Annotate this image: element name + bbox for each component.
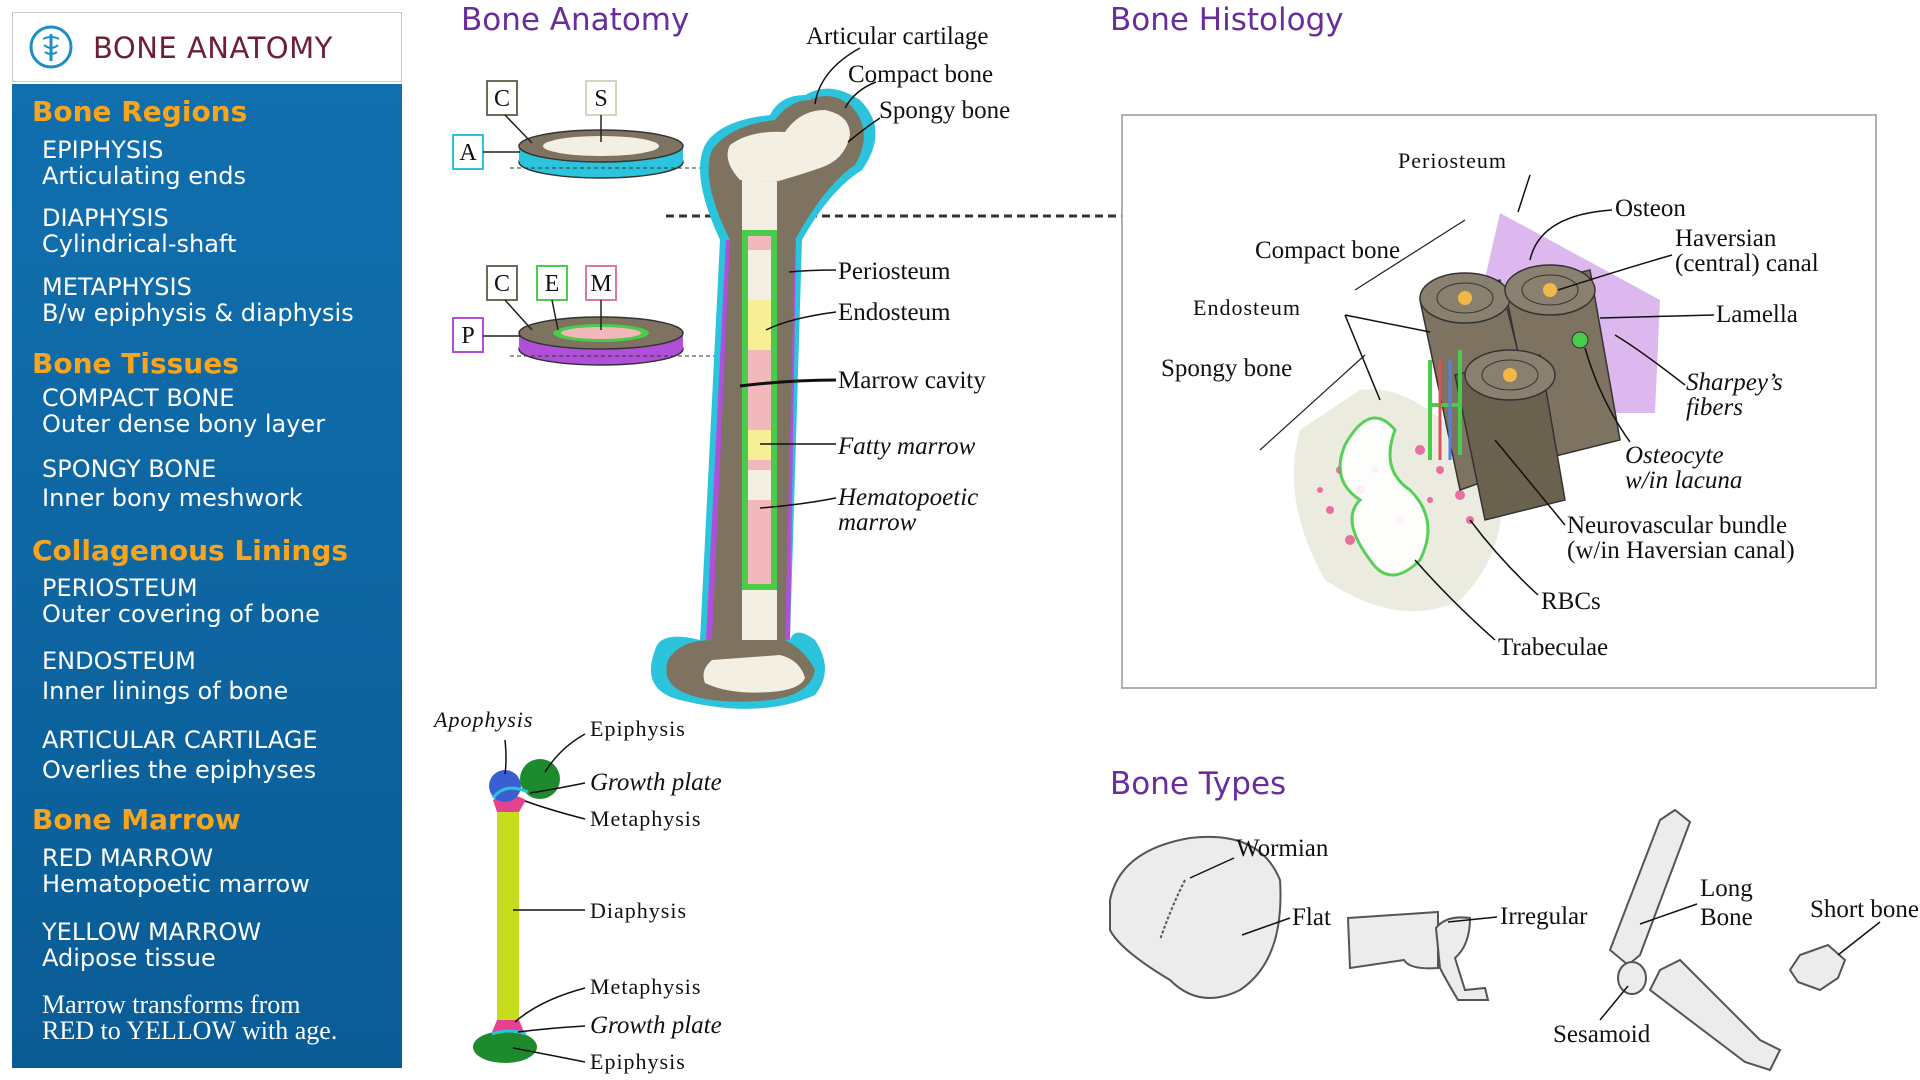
caduceus-logo-icon [29, 25, 73, 69]
item-desc-spongy-bone: Inner bony meshwork [42, 484, 303, 512]
marrow-note-line2: RED to YELLOW with age. [42, 1016, 338, 1045]
hist-label-periosteum: Periosteum [1398, 148, 1507, 173]
hist-label-haversian-1: Haversian [1675, 225, 1777, 252]
histology-illustration [1259, 213, 1660, 612]
item-desc-compact-bone: Outer dense bony layer [42, 410, 326, 438]
heading-bone-types: Bone Types [1110, 766, 1287, 802]
item-name-metaphysis: METAPHYSIS [42, 273, 192, 301]
label-spongy-bone: Spongy bone [879, 97, 1010, 124]
box-c-top: C [486, 80, 533, 144]
section-title-bone-marrow: Bone Marrow [32, 803, 241, 836]
box-c-top-label: C [494, 86, 510, 112]
box-s-top-label: S [594, 86, 607, 112]
label-endosteum: Endosteum [838, 299, 951, 326]
label-compact-bone: Compact bone [848, 61, 993, 88]
label-diaphysis: Diaphysis [590, 898, 687, 923]
hist-label-osteocyte-2: w/in lacuna [1625, 467, 1742, 494]
box-a-top: A [452, 134, 520, 170]
item-name-endosteum: ENDOSTEUM [42, 647, 196, 675]
item-desc-periosteum: Outer covering of bone [42, 600, 320, 628]
item-desc-diaphysis: Cylindrical-shaft [42, 230, 237, 258]
sidebar-panel: Bone Regions EPIPHYSIS Articulating ends… [12, 84, 402, 1068]
box-e-bottom-label: E [545, 271, 560, 297]
hist-label-spongy-bone: Spongy bone [1161, 355, 1292, 382]
hist-label-endosteum: Endosteum [1193, 295, 1301, 320]
item-desc-epiphysis: Articulating ends [42, 162, 247, 190]
label-metaphysis-top: Metaphysis [590, 806, 701, 831]
item-desc-metaphysis: B/w epiphysis & diaphysis [42, 299, 354, 327]
item-name-periosteum: PERIOSTEUM [42, 574, 198, 602]
section-title-bone-regions: Bone Regions [32, 95, 248, 128]
bone-types-labels: Wormian Flat Irregular Long Bone Short b… [1189, 835, 1919, 1048]
long-bone-diagram [510, 88, 1122, 709]
section-title-collagenous-linings: Collagenous Linings [32, 534, 349, 567]
item-desc-endosteum: Inner linings of bone [42, 677, 289, 705]
box-p-bottom-label: P [461, 323, 474, 349]
marrow-note-line1: Marrow transforms from [42, 990, 301, 1019]
type-label-sesamoid: Sesamoid [1553, 1021, 1651, 1048]
label-growth-plate-bottom: Growth plate [590, 1012, 722, 1039]
histology-labels: Periosteum Osteon Haversian (central) ca… [1161, 148, 1819, 661]
item-name-compact-bone: COMPACT BONE [42, 384, 235, 412]
anatomy-labels: Articular cartilage Compact bone Spongy … [739, 23, 1010, 536]
sidebar-header: BONE ANATOMY [12, 12, 402, 82]
item-desc-articular-cartilage: Overlies the epiphyses [42, 756, 317, 784]
box-p-bottom: P [452, 317, 520, 353]
hist-label-compact-bone: Compact bone [1255, 237, 1400, 264]
section-title-bone-tissues: Bone Tissues [32, 347, 239, 380]
item-name-yellow-marrow: YELLOW MARROW [42, 918, 262, 946]
label-marrow-cavity: Marrow cavity [838, 367, 986, 394]
hist-label-haversian-2: (central) canal [1675, 250, 1819, 277]
label-fatty-marrow: Fatty marrow [837, 433, 976, 460]
hist-label-lamella: Lamella [1716, 301, 1798, 328]
item-name-spongy-bone: SPONGY BONE [42, 455, 217, 483]
box-s-top: S [585, 80, 617, 142]
hist-label-sharpeys-2: fibers [1686, 394, 1743, 421]
heading-bone-anatomy: Bone Anatomy [461, 2, 690, 38]
box-a-top-label: A [459, 140, 477, 166]
label-apophysis: Apophysis [432, 707, 533, 732]
box-c-bottom: C [486, 265, 533, 331]
cross-section-epiphysis [510, 129, 780, 179]
box-m-bottom: M [585, 265, 617, 330]
regions-labels: Apophysis Epiphysis Growth plate Metaphy… [432, 707, 722, 1074]
hist-label-osteon: Osteon [1615, 195, 1686, 222]
type-label-long-2: Bone [1700, 904, 1753, 931]
hist-label-trabeculae: Trabeculae [1498, 634, 1608, 661]
sidebar-title: BONE ANATOMY [93, 31, 333, 65]
hist-label-neuro-2: (w/in Haversian canal) [1567, 537, 1795, 564]
hist-label-sharpeys-1: Sharpey’s [1686, 369, 1783, 396]
label-epiphysis-top: Epiphysis [590, 716, 686, 741]
item-desc-yellow-marrow: Adipose tissue [42, 944, 216, 972]
box-m-bottom-label: M [590, 271, 611, 297]
box-e-bottom: E [536, 265, 568, 331]
item-desc-red-marrow: Hematopoetic marrow [42, 870, 310, 898]
bone-types-illustrations [1109, 808, 1847, 1072]
hist-label-osteocyte-1: Osteocyte [1625, 442, 1724, 469]
type-label-short-bone: Short bone [1810, 896, 1919, 923]
label-periosteum: Periosteum [838, 258, 951, 285]
type-label-flat: Flat [1292, 904, 1331, 931]
label-metaphysis-bottom: Metaphysis [590, 974, 701, 999]
bone-regions-diagram [473, 759, 560, 1063]
hist-label-rbcs: RBCs [1541, 588, 1601, 615]
label-hematopoetic-2: marrow [838, 509, 917, 536]
cross-section-diaphysis [510, 316, 780, 366]
label-articular-cartilage: Articular cartilage [806, 23, 989, 50]
item-name-epiphysis: EPIPHYSIS [42, 136, 164, 164]
type-label-long-1: Long [1700, 875, 1753, 902]
type-label-irregular: Irregular [1500, 903, 1588, 930]
item-name-diaphysis: DIAPHYSIS [42, 204, 169, 232]
label-hematopoetic-1: Hematopoetic [837, 484, 978, 511]
label-epiphysis-bottom: Epiphysis [590, 1049, 686, 1074]
heading-bone-histology: Bone Histology [1110, 2, 1344, 38]
box-c-bottom-label: C [494, 271, 510, 297]
item-name-articular-cartilage: ARTICULAR CARTILAGE [42, 726, 318, 754]
label-growth-plate-top: Growth plate [590, 769, 722, 796]
item-name-red-marrow: RED MARROW [42, 844, 214, 872]
type-label-wormian: Wormian [1236, 835, 1329, 862]
hist-label-neuro-1: Neurovascular bundle [1567, 512, 1787, 539]
